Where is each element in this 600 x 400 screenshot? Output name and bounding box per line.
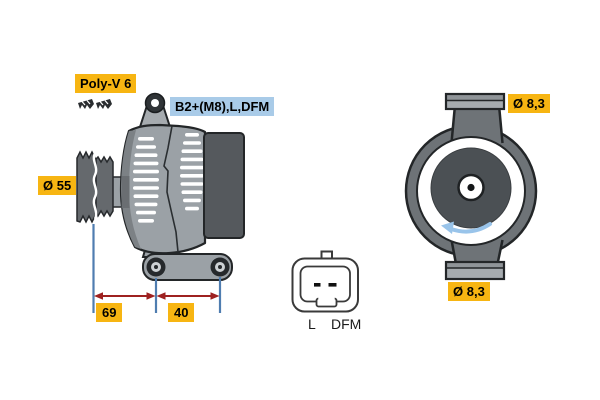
break-line bbox=[92, 152, 98, 220]
rear-cover bbox=[203, 132, 245, 239]
connector-pin-dfm-label: DFM bbox=[331, 316, 362, 332]
belt-profile-icon bbox=[78, 99, 94, 109]
mounting-eye-left bbox=[146, 257, 166, 277]
terminals-label: B2+(M8),L,DFM bbox=[170, 97, 275, 116]
connector-cavity bbox=[299, 265, 351, 303]
alternator-side-view-drawing bbox=[76, 92, 245, 313]
pin-dfm bbox=[328, 283, 337, 287]
belt-profile-icon bbox=[96, 99, 112, 109]
dimension-line-40 bbox=[156, 292, 220, 300]
mounting-eye-right bbox=[210, 257, 230, 277]
rotation-arrow-icon bbox=[441, 221, 492, 234]
pulley-diameter-label: Ø 55 bbox=[38, 176, 77, 195]
bottom-mounting-lug bbox=[444, 260, 506, 281]
pin-l bbox=[314, 283, 321, 287]
extension-lines bbox=[92, 224, 222, 313]
top-neck bbox=[451, 105, 503, 145]
pulley bbox=[76, 150, 114, 224]
rear-hole-top-diameter-label: Ø 8,3 bbox=[508, 94, 550, 113]
housing-body bbox=[119, 123, 207, 255]
dimension-line-69 bbox=[94, 292, 156, 300]
rear-hole-bottom-diameter-label: Ø 8,3 bbox=[448, 282, 490, 301]
top-mounting-ear bbox=[138, 92, 172, 128]
vent-slots-front bbox=[133, 137, 159, 223]
vent-slots-rear bbox=[180, 133, 204, 211]
housing-seam bbox=[163, 125, 179, 253]
top-mounting-lug bbox=[444, 92, 506, 111]
alternator-rear-view-drawing bbox=[404, 92, 538, 281]
dimension-40-label: 40 bbox=[168, 303, 195, 322]
dimension-69-label: 69 bbox=[96, 303, 123, 322]
connector-pinout-drawing bbox=[291, 250, 359, 313]
shaft-center bbox=[467, 183, 475, 192]
belt-type-label: Poly-V 6 bbox=[75, 74, 137, 93]
connector-pin-l-label: L bbox=[308, 316, 316, 332]
mounting-bracket bbox=[142, 253, 233, 281]
